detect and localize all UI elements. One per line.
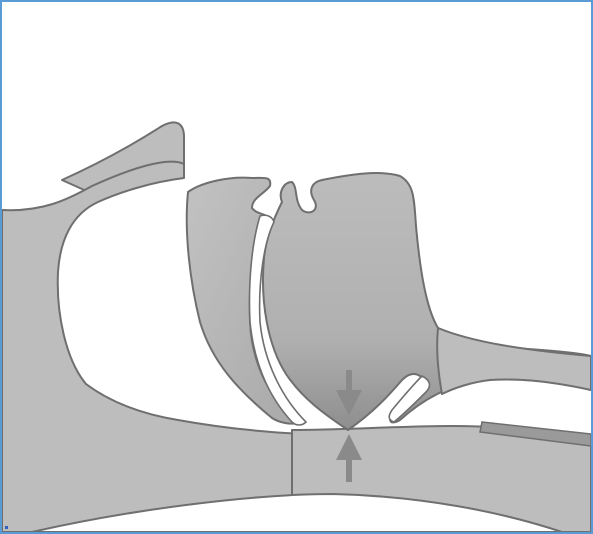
epiglottis-ridge <box>437 328 591 394</box>
corner-marker <box>5 526 8 529</box>
